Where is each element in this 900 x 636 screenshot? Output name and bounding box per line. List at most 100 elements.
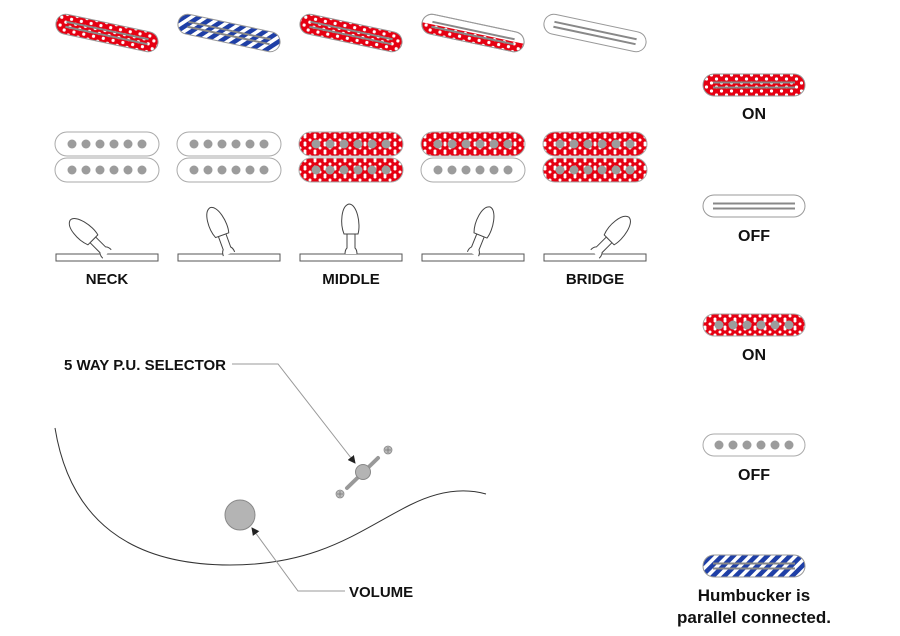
volume-label: VOLUME xyxy=(349,584,413,601)
lever-switch xyxy=(55,218,159,262)
pole-piece xyxy=(245,165,255,175)
legend-item: Humbucker is parallel connected. xyxy=(677,554,831,627)
humbucker-bottom-coil xyxy=(298,157,404,183)
humbucker-top-coil xyxy=(298,131,404,157)
pole-piece xyxy=(203,165,213,175)
pole-piece xyxy=(339,139,349,149)
legend-rail-on-icon xyxy=(702,73,806,97)
volume-callout-line xyxy=(251,527,345,592)
selector-callout-line xyxy=(232,363,356,464)
lever-switch xyxy=(177,207,281,262)
selector-switch[interactable] xyxy=(335,445,393,499)
pole-piece xyxy=(81,165,91,175)
humbucker-top-coil xyxy=(54,131,160,157)
position-column: BRIDGE xyxy=(542,13,648,288)
humbucker-bottom-coil xyxy=(54,157,160,183)
legend-rail-off-icon xyxy=(702,194,806,218)
pole-piece xyxy=(353,165,363,175)
legend-label: Humbucker is xyxy=(698,586,810,605)
legend-item: OFF xyxy=(702,194,806,245)
pole-piece xyxy=(325,139,335,149)
pole-piece xyxy=(137,139,147,149)
pole-piece xyxy=(367,165,377,175)
pole-piece xyxy=(203,139,213,149)
legend-item: ON xyxy=(702,313,806,364)
legend-label: ON xyxy=(742,106,766,123)
pole-piece xyxy=(503,165,513,175)
pole-piece xyxy=(770,440,780,450)
position-column xyxy=(420,13,526,262)
screw-icon xyxy=(335,489,345,499)
volume-knob[interactable] xyxy=(224,499,256,531)
pole-piece xyxy=(367,139,377,149)
legend-parallel-icon xyxy=(702,554,806,578)
legend-label: parallel connected. xyxy=(677,608,831,627)
lever-switch xyxy=(299,203,403,262)
position-label: MIDDLE xyxy=(322,271,380,288)
single-coil-pickup xyxy=(177,13,281,53)
pole-piece xyxy=(555,139,565,149)
pole-piece xyxy=(81,139,91,149)
single-coil-pickup xyxy=(543,13,647,53)
pole-piece xyxy=(583,165,593,175)
pole-piece xyxy=(489,139,499,149)
pole-piece xyxy=(625,139,635,149)
screw-icon xyxy=(383,445,393,455)
pole-piece xyxy=(231,139,241,149)
selector-positions: NECK MIDDLE BRIDGE xyxy=(54,13,648,288)
pole-piece xyxy=(503,139,513,149)
pole-piece xyxy=(137,165,147,175)
pole-piece xyxy=(611,165,621,175)
pole-piece xyxy=(583,139,593,149)
pole-piece xyxy=(447,139,457,149)
pole-piece xyxy=(597,165,607,175)
legend-coil-off-icon xyxy=(702,433,806,457)
pole-piece xyxy=(67,139,77,149)
pole-piece xyxy=(714,320,724,330)
pole-piece xyxy=(714,440,724,450)
pole-piece xyxy=(475,165,485,175)
legend-label: OFF xyxy=(738,467,770,484)
pole-piece xyxy=(95,165,105,175)
pole-piece xyxy=(625,165,635,175)
legend-coil-on-icon xyxy=(702,313,806,337)
pole-piece xyxy=(95,139,105,149)
pole-piece xyxy=(489,165,499,175)
pole-piece xyxy=(381,139,391,149)
position-label: NECK xyxy=(86,271,129,288)
lever-switch xyxy=(543,215,647,262)
legend-label: ON xyxy=(742,347,766,364)
pole-piece xyxy=(611,139,621,149)
pole-piece xyxy=(433,139,443,149)
position-column: MIDDLE xyxy=(298,13,404,288)
pole-piece xyxy=(447,165,457,175)
pole-piece xyxy=(123,165,133,175)
pole-piece xyxy=(728,440,738,450)
legend: ON OFF ON OFF Humbucker is parallel connected… xyxy=(677,73,831,627)
pole-piece xyxy=(325,165,335,175)
pole-piece xyxy=(109,139,119,149)
pole-piece xyxy=(189,165,199,175)
humbucker-bottom-coil xyxy=(176,157,282,183)
humbucker-top-coil xyxy=(420,131,526,157)
pole-piece xyxy=(742,440,752,450)
pole-piece xyxy=(784,440,794,450)
pole-piece xyxy=(569,165,579,175)
humbucker-bottom-coil xyxy=(420,157,526,183)
pole-piece xyxy=(339,165,349,175)
humbucker-bottom-coil xyxy=(542,157,648,183)
pole-piece xyxy=(597,139,607,149)
pole-piece xyxy=(433,165,443,175)
single-coil-pickup xyxy=(299,13,403,53)
pole-piece xyxy=(756,320,766,330)
humbucker-top-coil xyxy=(542,131,648,157)
position-label: BRIDGE xyxy=(566,271,624,288)
pole-piece xyxy=(311,165,321,175)
pole-piece xyxy=(259,165,269,175)
lever-switch xyxy=(421,206,525,262)
pole-piece xyxy=(353,139,363,149)
pole-piece xyxy=(217,165,227,175)
pole-piece xyxy=(217,139,227,149)
pole-piece xyxy=(770,320,780,330)
